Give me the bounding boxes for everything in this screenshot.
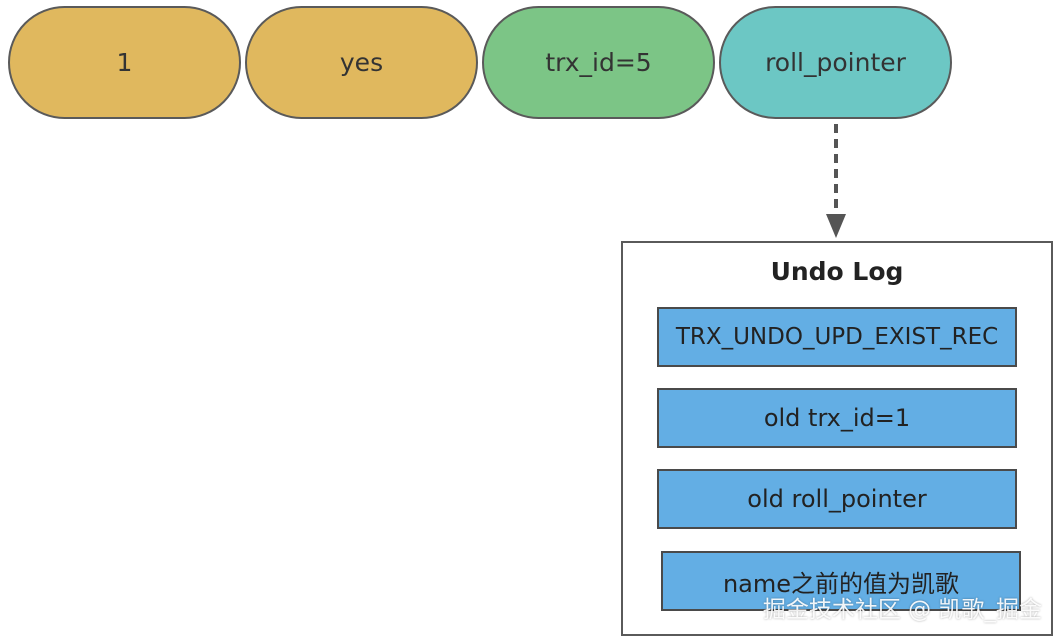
undo-field-label: old roll_pointer xyxy=(747,485,927,513)
field-pill-label: 1 xyxy=(116,48,133,77)
field-pill-roll-pointer: roll_pointer xyxy=(719,6,952,119)
field-pill-id: 1 xyxy=(8,6,241,119)
pointer-arrowhead xyxy=(826,214,846,238)
undo-log-field-old-name: name之前的值为凯歌 xyxy=(661,551,1021,611)
undo-log-field-old-roll-pointer: old roll_pointer xyxy=(657,469,1017,529)
undo-field-label: TRX_UNDO_UPD_EXIST_REC xyxy=(675,324,999,350)
undo-field-label: name之前的值为凯歌 xyxy=(722,569,960,598)
undo-log-title: Undo Log xyxy=(770,257,904,286)
field-pill-value: yes xyxy=(245,6,478,119)
undo-field-label: old trx_id=1 xyxy=(763,404,911,432)
field-pill-label: trx_id=5 xyxy=(545,48,652,77)
undo-log-field-type: TRX_UNDO_UPD_EXIST_REC xyxy=(657,307,1017,367)
field-pill-label: yes xyxy=(339,48,384,77)
watermark: 掘金技术社区 @ 凯歌_掘金 xyxy=(762,597,1042,623)
field-pill-trx-id: trx_id=5 xyxy=(482,6,715,119)
field-pill-label: roll_pointer xyxy=(765,48,906,77)
undo-log-box: Undo Log TRX_UNDO_UPD_EXIST_REC old trx_… xyxy=(621,241,1053,636)
undo-log-field-old-trx-id: old trx_id=1 xyxy=(657,388,1017,448)
